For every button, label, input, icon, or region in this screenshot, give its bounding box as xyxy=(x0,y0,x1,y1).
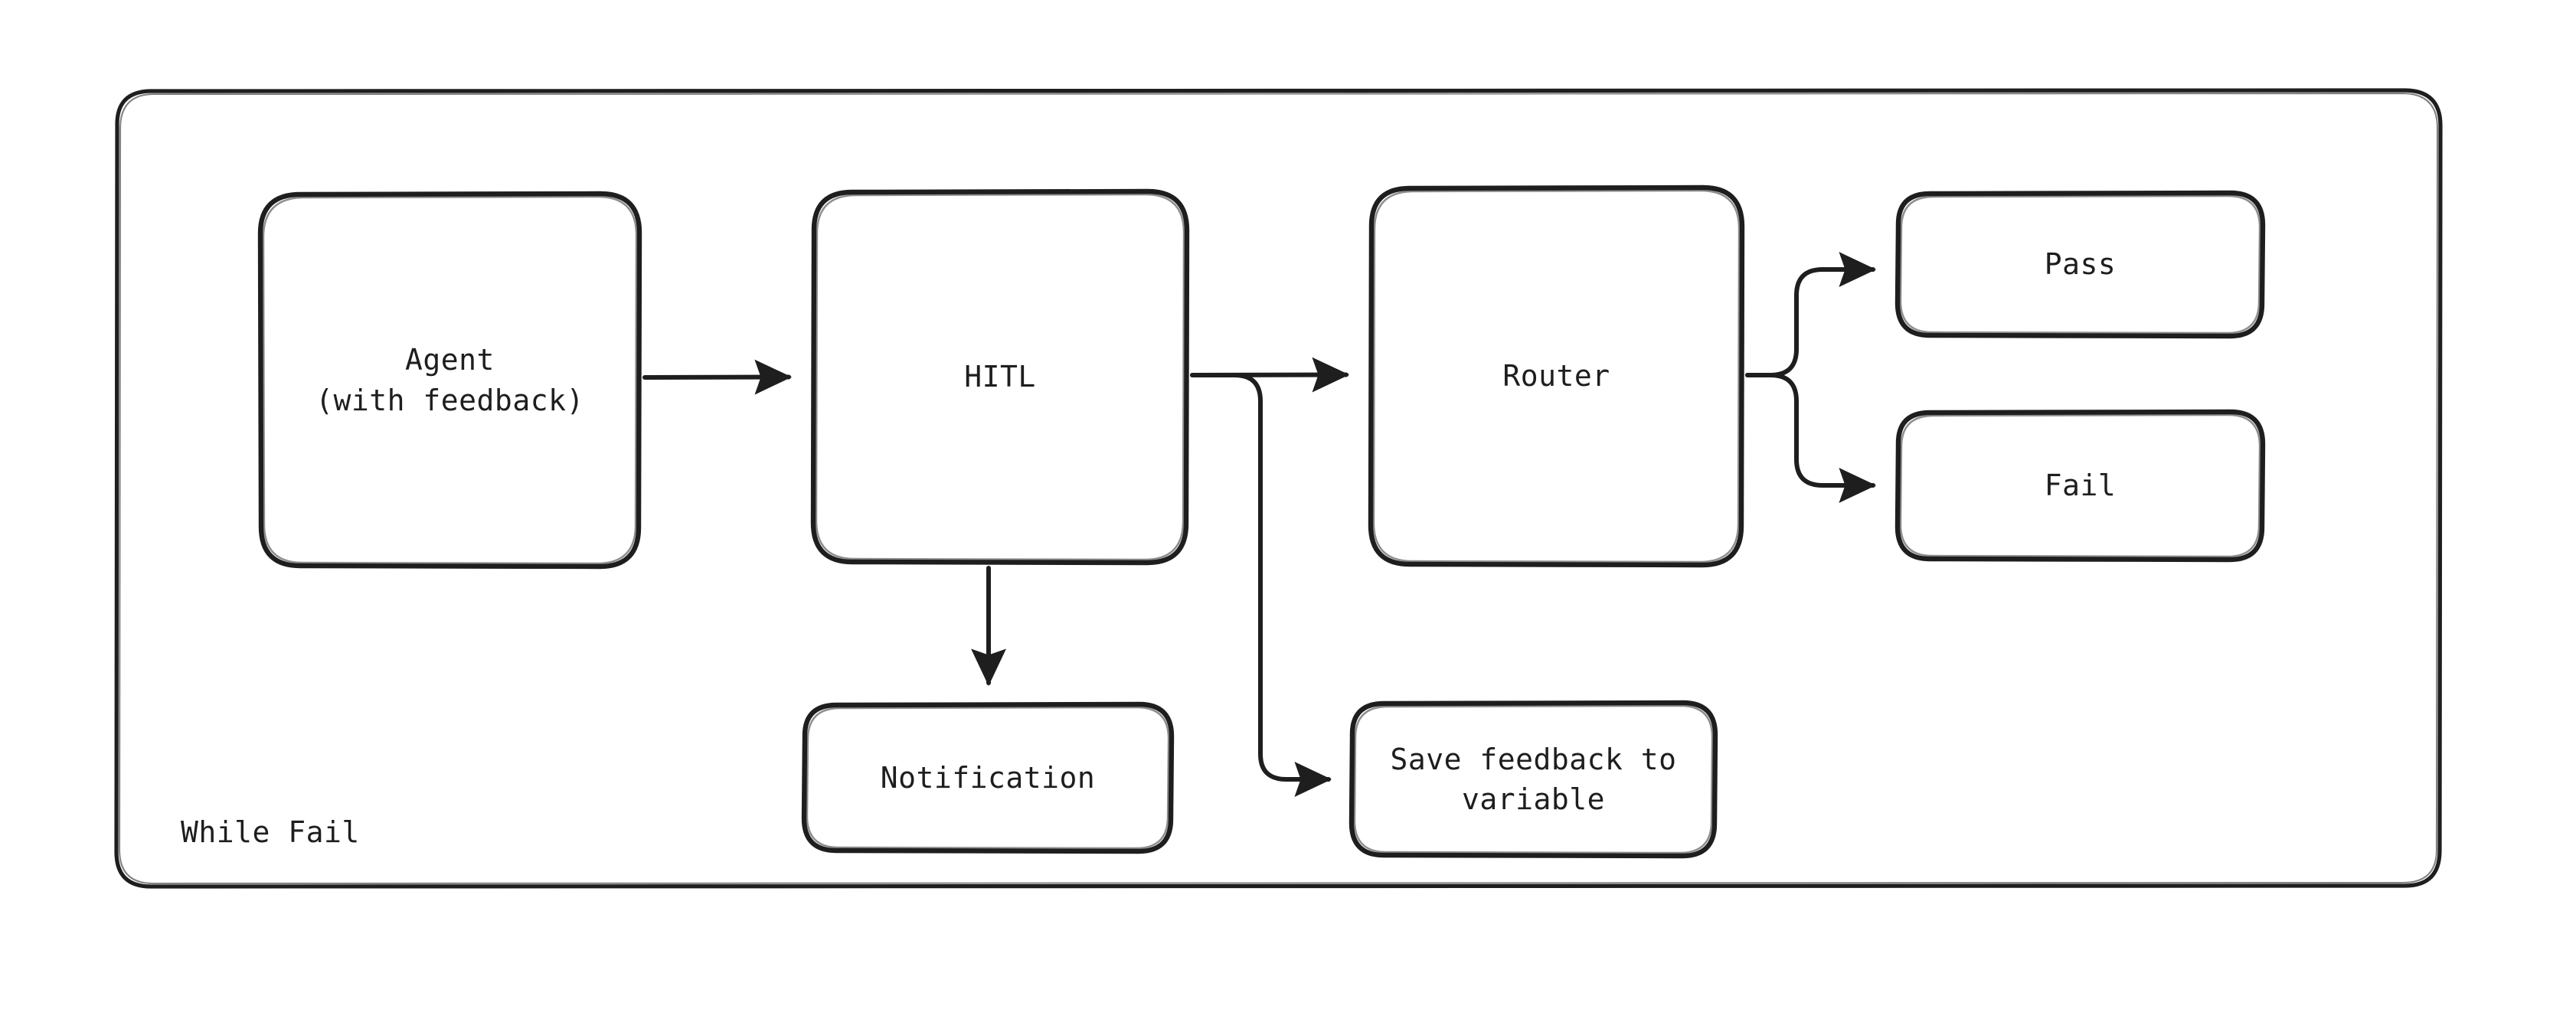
node-router-outline xyxy=(1368,184,1745,568)
node-router[interactable] xyxy=(1371,188,1742,565)
node-save-feedback-outline xyxy=(1348,700,1718,859)
edge-router-to-pass xyxy=(1745,252,1877,377)
edge-hitl-to-save-feedback xyxy=(1190,373,1332,797)
node-hitl-outline xyxy=(810,188,1190,566)
node-notification-outline xyxy=(801,701,1175,854)
node-hitl[interactable] xyxy=(813,191,1187,563)
node-notification[interactable] xyxy=(804,704,1172,851)
node-fail-outline xyxy=(1894,409,2266,563)
while-fail-group-label: While Fail xyxy=(181,815,360,849)
edge-router-to-fail xyxy=(1745,373,1877,503)
node-agent[interactable] xyxy=(260,194,639,567)
node-fail[interactable] xyxy=(1898,412,2263,560)
edge-agent-to-hitl xyxy=(642,359,793,395)
node-save-feedback[interactable] xyxy=(1352,703,1715,856)
while-fail-container-outline xyxy=(114,88,2443,889)
node-pass[interactable] xyxy=(1898,193,2263,336)
node-pass-outline xyxy=(1894,190,2266,339)
node-agent-outline xyxy=(257,191,642,570)
